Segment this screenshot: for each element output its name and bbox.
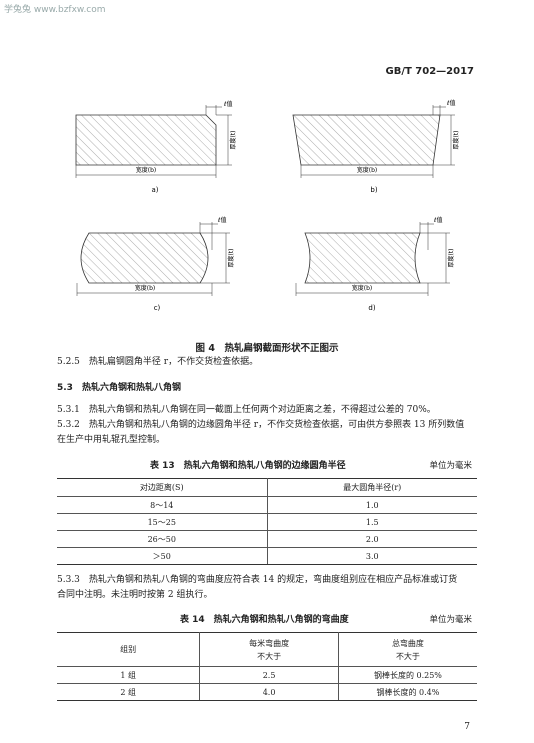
table13-cell: 1.0 (267, 496, 477, 514)
table13-cell: 8～14 (57, 496, 268, 514)
table13-caption: 表 13 热轧六角钢和热轧八角钢的边缘圆角半径 (150, 461, 346, 471)
chamfer-label-b: ℓ值 (446, 99, 455, 107)
table13: 对边距离(S) 最大圆角半径(r) 8～14 1.0 15～25 1.5 26～… (57, 478, 477, 565)
table14-header-line: 总弯曲度 (391, 638, 424, 648)
paragraph-5-3-1: 5.3.1 热轧六角钢和热轧八角钢在同一截面上任何两个对边距离之差，不得超过公差… (57, 405, 436, 415)
paragraph-5-3-3-line2: 合同中注明。未注明时按第 2 组执行。 (57, 590, 213, 600)
table14-header-line: 不大于 (395, 651, 420, 661)
paragraph-5-3-2-line1: 5.3.2 热轧六角钢和热轧八角钢的边缘圆角半径 r，不作交货检查依据，可由供方… (57, 420, 465, 430)
table13-header-cell: 对边距离(S) (57, 478, 268, 497)
table14-cell: 钢棒长度的 0.25% (338, 666, 477, 684)
width-label-b: 宽度(b) (357, 166, 378, 174)
table14: 组别 每米弯曲度 不大于 总弯曲度 不大于 1 组 2.5 钢棒长度的 0.25… (57, 632, 477, 701)
table14-cell: 4.0 (199, 683, 339, 701)
width-label-c: 宽度(b) (135, 284, 156, 292)
chamfer-label-c: ℓ值 (217, 216, 226, 224)
thickness-label-d: 厚度(t) (447, 248, 455, 267)
sub-label-b: b) (370, 186, 377, 194)
paragraph-5-3-3-line1: 5.3.3 热轧六角钢和热轧八角钢的弯曲度应符合表 14 的规定，弯曲度组别应在… (57, 575, 458, 585)
table13-cell: 15～25 (57, 513, 268, 531)
thickness-label-c: 厚度(t) (227, 248, 235, 267)
width-label-d: 宽度(b) (352, 284, 373, 292)
table13-cell: 26～50 (57, 530, 268, 548)
table13-cell: ＞50 (57, 547, 268, 565)
section-d (295, 222, 450, 296)
table14-header-cell: 组别 (57, 632, 201, 667)
sub-label-a: a) (151, 186, 158, 194)
table14-header-cell: 总弯曲度 不大于 (338, 632, 477, 667)
table14-header-cell: 每米弯曲度 不大于 (199, 632, 339, 667)
table14-caption: 表 14 热轧六角钢和热轧八角钢的弯曲度 (180, 615, 349, 625)
table13-header-cell: 最大圆角半径(r) (267, 478, 477, 497)
paragraph-5-2-5: 5.2.5 热轧扁钢圆角半径 r，不作交货检查依据。 (57, 357, 259, 367)
table14-header-line: 每米弯曲度 (249, 638, 290, 648)
paragraph-5-3-2-line2: 在生产中用轧辊孔型控制。 (57, 435, 166, 445)
table14-cell: 2.5 (199, 666, 339, 684)
chamfer-label-a: ℓ值 (223, 100, 232, 108)
cross-section-figure: ℓ值 厚度(t) 宽度(b) a) ℓ值 厚度(t) 宽度(b) b) ℓ值 厚… (75, 99, 460, 312)
chamfer-label-d: ℓ值 (433, 216, 442, 224)
table13-cell: 1.5 (267, 513, 477, 531)
table14-cell: 1 组 (57, 666, 201, 684)
section-b (292, 105, 455, 178)
thickness-label-a: 厚度(t) (229, 130, 237, 149)
table13-cell: 3.0 (267, 547, 477, 565)
standard-number: GB/T 702—2017 (385, 66, 475, 77)
table14-unit: 单位为毫米 (429, 615, 472, 625)
watermark: 学兔兔 www.bzfxw.com (4, 5, 106, 15)
page-number: 7 (464, 722, 470, 732)
figure-caption: 图 4 热轧扁钢截面形状不正图示 (195, 343, 339, 354)
thickness-label-b: 厚度(t) (452, 130, 460, 149)
section-a (75, 105, 232, 178)
table13-cell: 2.0 (267, 530, 477, 548)
section-c (76, 222, 230, 296)
table14-cell: 2 组 (57, 683, 201, 701)
table14-header-line: 不大于 (257, 651, 282, 661)
table14-cell: 钢棒长度的 0.4% (338, 683, 477, 701)
sub-label-c: c) (154, 304, 161, 312)
table13-unit: 单位为毫米 (429, 461, 472, 471)
sub-label-d: d) (368, 304, 375, 312)
heading-5-3: 5.3 热轧六角钢和热轧八角钢 (57, 383, 181, 393)
width-label-a: 宽度(b) (136, 166, 157, 174)
